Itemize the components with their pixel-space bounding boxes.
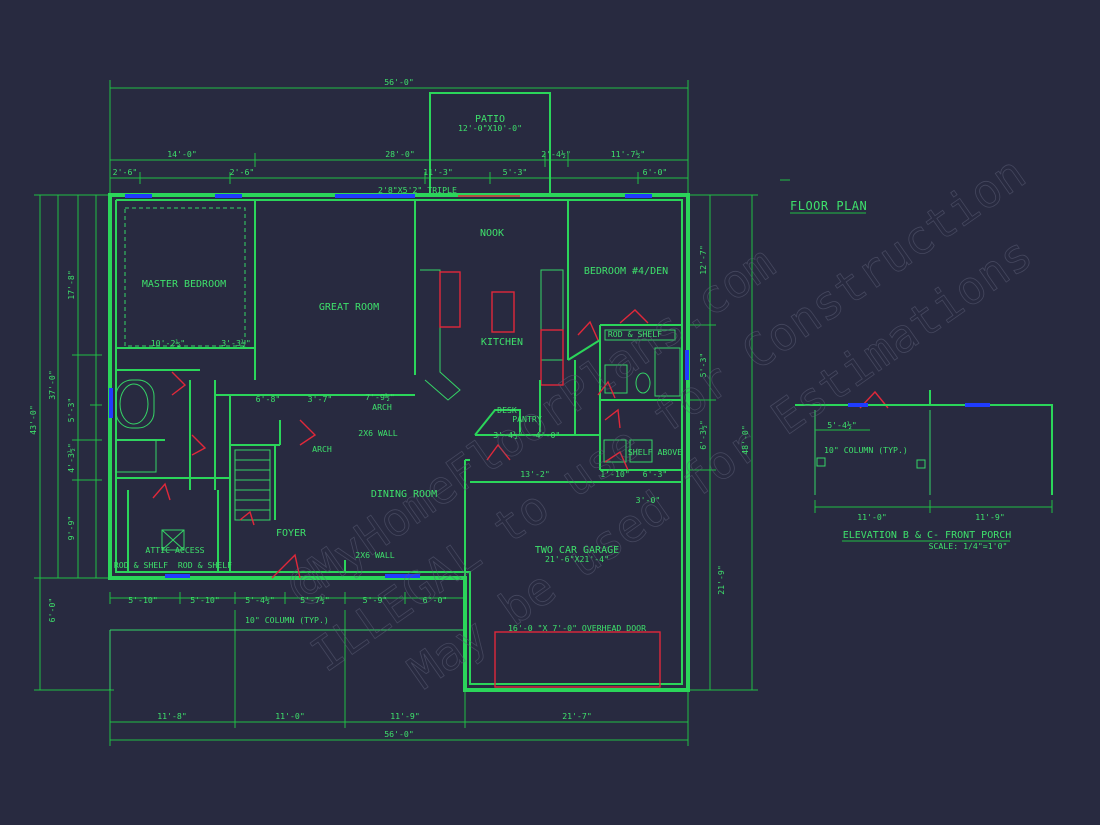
dim-porch-4: 5'-7½" — [300, 595, 330, 605]
dim-top-14: 14'-0" — [167, 149, 197, 159]
dim-top-2-6a: 2'-6" — [113, 167, 138, 177]
dim-bottom-11-8: 11'-8" — [157, 711, 187, 721]
overhead-door-label: 16'-0 "X 7'-0" OVERHEAD DOOR — [508, 623, 646, 633]
dim-hall-3-7: 3'-7" — [308, 394, 333, 404]
rod-shelf-label-2: ROD & SHELF — [178, 560, 232, 570]
dimension-labels: 56'-0" 14'-0" 28'-0" 2'-4½" 11'-7½" 2'-6… — [28, 77, 750, 739]
dining-room-label: DINING ROOM — [371, 489, 437, 500]
dim-right-5-3: 5'-3" — [698, 353, 708, 378]
dim-right-12-7: 12'-7" — [698, 245, 708, 275]
dim-master-10-2: 10'-2½" — [151, 338, 186, 348]
elev-dim-5-4: 5'-4½" — [827, 420, 857, 430]
dimension-lines — [34, 80, 758, 746]
dim-right-21-9: 21'-9" — [716, 565, 726, 595]
dim-garage-3-0: 3'-0" — [636, 495, 661, 505]
dim-left-9-9: 9'-9" — [66, 516, 76, 541]
dim-left-6-0: 6'-0" — [47, 598, 57, 623]
dim-porch-5: 5'-9" — [363, 595, 388, 605]
attic-access-label: ATTIC ACCESS — [145, 545, 204, 555]
dim-top-5-3: 5'-3" — [503, 167, 528, 177]
svg-text:ILLEGAL to use for Constructio: ILLEGAL to use for Construction — [301, 146, 1035, 683]
pantry-label: PANTRY — [512, 414, 542, 424]
dim-top-2-6b: 2'-6" — [230, 167, 255, 177]
wall-2x6-label-1: 2X6 WALL — [358, 428, 398, 438]
dim-top-11-7: 11'-7½" — [611, 149, 646, 159]
triple-window-label: 2'8"X5'2" TRIPLE — [378, 185, 457, 195]
patio-label: PATIO — [475, 114, 505, 125]
elevation-labels: FLOOR PLAN 5'-4½" 10" COLUMN (TYP.) 11'-… — [790, 199, 1011, 551]
kitchen-label: KITCHEN — [481, 337, 523, 348]
dim-kitchen-4-0: 4'-0" — [536, 430, 561, 440]
wall-2x6-label-2: 2X6 WALL — [355, 550, 395, 560]
patio-size: 12'-0"X10'-0" — [458, 123, 522, 133]
dim-porch-3: 5'-4½" — [245, 595, 275, 605]
arch-label-2: ARCH — [372, 402, 392, 412]
garage-size: 21'-6"X21'-4" — [545, 554, 609, 564]
dim-porch-2: 5'-10" — [190, 595, 220, 605]
dim-left-43: 43'-0" — [28, 405, 38, 435]
arch-label-1: ARCH — [312, 444, 332, 454]
doors — [152, 195, 889, 579]
elev-dim-11-9: 11'-9" — [975, 512, 1005, 522]
rod-shelf-label-1: ROD & SHELF — [114, 560, 168, 570]
dim-porch-6: 6'-0" — [423, 595, 448, 605]
staircase — [234, 449, 271, 521]
dim-top-11-3: 11'-3" — [423, 167, 453, 177]
dim-garage-6-3: 6'-3" — [643, 469, 668, 479]
elev-dim-11-0: 11'-0" — [857, 512, 887, 522]
front-porch-elevation — [780, 179, 1053, 542]
porch-column-note: 10" COLUMN (TYP.) — [245, 615, 329, 625]
rod-shelf-label-3: ROD & SHELF — [608, 329, 662, 339]
desk-label: DESK — [497, 405, 517, 415]
room-labels: PATIO 12'-0"X10'-0" MASTER BEDROOM GREAT… — [114, 114, 682, 633]
dim-top-2-4: 2'-4½" — [541, 149, 571, 159]
foyer-label: FOYER — [276, 528, 307, 539]
bedroom4-label: BEDROOM #4/DEN — [584, 266, 668, 277]
elev-column-note: 10" COLUMN (TYP.) — [824, 445, 908, 455]
floor-plan-title: FLOOR PLAN — [790, 199, 867, 213]
dim-kitchen-3-4: 3'-4½" — [493, 430, 523, 440]
walls — [108, 193, 690, 692]
dim-porch-1: 5'-10" — [128, 595, 158, 605]
elevation-title: ELEVATION B & C- FRONT PORCH — [843, 530, 1012, 541]
dim-top-28: 28'-0" — [385, 149, 415, 159]
dim-left-17-8: 17'-8" — [66, 270, 76, 300]
dim-right-6-3: 6'-3½" — [698, 420, 708, 450]
dim-top-total: 56'-0" — [384, 77, 414, 87]
shelf-above-label: SHELF ABOVE — [628, 447, 682, 457]
windows — [109, 194, 689, 578]
dim-bottom-11-9: 11'-9" — [390, 711, 420, 721]
dim-hall-6-8: 6'-8" — [256, 394, 281, 404]
dim-bottom-21-7: 21'-7" — [562, 711, 592, 721]
dim-right-48: 48'-0" — [740, 425, 750, 455]
dim-left-4-3: 4'-3½" — [66, 443, 76, 473]
dim-top-6-0: 6'-0" — [643, 167, 668, 177]
dim-bottom-total: 56'-0" — [384, 729, 414, 739]
elevation-scale: SCALE: 1/4"=1'0" — [929, 541, 1008, 551]
dim-left-37: 37'-0" — [47, 370, 57, 400]
great-room-label: GREAT ROOM — [319, 302, 379, 313]
svg-text:@MyHomeFloorPlans.com: @MyHomeFloorPlans.com — [277, 236, 784, 614]
dim-hall-7-9: 7'-9½" — [365, 392, 395, 402]
dim-garage-13-2: 13'-2" — [520, 469, 550, 479]
dim-master-3-3: 3'-3½" — [221, 338, 251, 348]
nook-label: NOOK — [480, 228, 504, 239]
dim-left-5-3: 5'-3" — [66, 398, 76, 423]
master-bedroom-label: MASTER BEDROOM — [142, 279, 226, 290]
garage-label: TWO CAR GARAGE — [535, 545, 619, 556]
dim-bottom-11-0: 11'-0" — [275, 711, 305, 721]
dim-garage-1-10: 1'-10" — [600, 469, 630, 479]
